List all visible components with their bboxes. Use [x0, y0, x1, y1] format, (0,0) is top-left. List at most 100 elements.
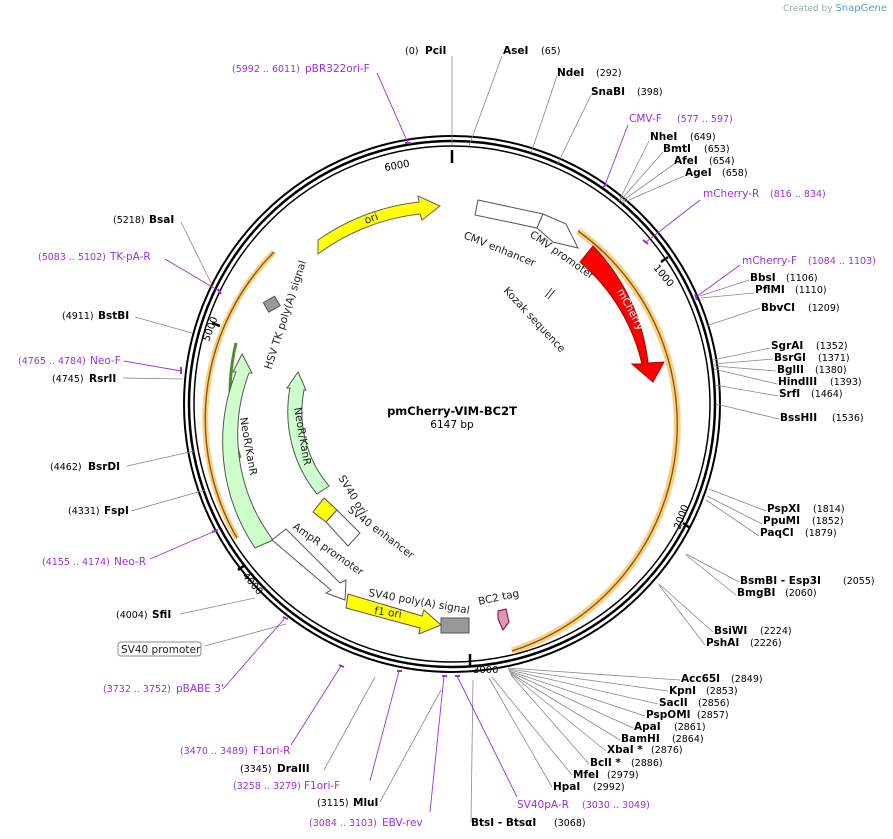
enzyme-pos: (1852) [812, 516, 844, 527]
enzyme-pos: (1464) [811, 389, 843, 400]
primer-range: (3030 .. 3049) [582, 800, 650, 811]
enzyme-name: PspXI [767, 503, 800, 515]
snapgene-credit: Created by SnapGene [783, 3, 887, 14]
enzyme-pos: (2992) [593, 782, 625, 793]
enzyme-labels: (0) PciI AseI (65) NdeI (292) SnaBI (398… [50, 45, 875, 829]
primer-range: (5083 .. 5102) [38, 252, 106, 263]
primer-range: (3258 .. 3279) [233, 781, 301, 792]
enzyme-pos: (1371) [818, 353, 850, 364]
primer-name: EBV-rev [382, 817, 423, 829]
primer-range: (3470 .. 3489) [180, 746, 248, 757]
enzyme-name: BsrGI [774, 352, 806, 364]
enzyme-name: XbaI * [607, 744, 643, 756]
sv40-polya-box [440, 617, 470, 634]
enzyme-name: NheI [650, 131, 677, 143]
enzyme-pos: (2876) [651, 745, 683, 756]
enzyme-name: BssHII [780, 412, 817, 424]
enzyme-pos: (398) [637, 87, 663, 98]
enzyme-pos: (653) [704, 144, 730, 155]
enzyme-name: PciI [425, 45, 446, 57]
enzyme-name: Acc65I [681, 673, 720, 685]
primer-range: (4155 .. 4174) [42, 557, 110, 568]
enzyme-pos: (4004) [116, 610, 148, 621]
enzyme-pos: (2857) [697, 710, 729, 721]
enzyme-name: PflMI [755, 284, 785, 296]
cmv-enhancer-arrow [474, 199, 544, 229]
hsv-tk-box [262, 295, 281, 313]
bc2-tag-arrow [497, 608, 510, 631]
label-f1-ori: f1 ori [374, 605, 403, 621]
enzyme-name: RsrII [89, 373, 116, 385]
primer-range: (5992 .. 6011) [232, 64, 300, 75]
enzyme-name: BamHI [621, 733, 660, 745]
enzyme-pos: (2861) [674, 722, 706, 733]
neo-inner-arrow [286, 370, 330, 495]
enzyme-name: BmtI [663, 143, 691, 155]
tick-1000: 1000 [651, 263, 676, 290]
primer-name: Neo-R [114, 556, 146, 568]
enzyme-name: HindIII [778, 376, 817, 388]
enzyme-name: NdeI [557, 67, 584, 79]
sv40-promoter-label: SV40 promoter [117, 641, 202, 657]
enzyme-name: BstBI [98, 310, 129, 322]
enzyme-name: AfeI [674, 155, 698, 167]
primer-range: (3084 .. 3103) [309, 818, 377, 829]
primer-range: (3732 .. 3752) [103, 684, 171, 695]
enzyme-name: PaqCI [760, 527, 794, 539]
kozak-mark [544, 287, 553, 298]
enzyme-pos: (2864) [672, 734, 704, 745]
enzyme-name: BtsI - BtsαI [471, 817, 536, 829]
enzyme-pos: (4911) [62, 311, 94, 322]
enzyme-name: BglII [777, 364, 804, 376]
primer-range: (816 .. 834) [770, 189, 826, 200]
enzyme-name: BsaI [149, 214, 174, 226]
tick-3000: 3000 [473, 665, 498, 676]
primer-name: pBABE 3' [176, 683, 224, 695]
primer-name: SV40pA-R [517, 799, 569, 811]
enzyme-pos: (4745) [52, 374, 84, 385]
enzyme-pos: (2226) [750, 638, 782, 649]
orange-arcs [202, 228, 681, 655]
enzyme-pos: (1110) [795, 285, 827, 296]
enzyme-name: SnaBI [591, 86, 625, 98]
enzyme-pos: (2853) [706, 686, 738, 697]
plasmid-size: 6147 bp [430, 419, 474, 431]
features [222, 195, 665, 635]
primer-range: (1084 .. 1103) [808, 256, 876, 267]
primer-name: pBR322ori-F [305, 63, 370, 75]
enzyme-pos: (4462) [50, 462, 82, 473]
enzyme-name: FspI [104, 505, 129, 517]
enzyme-pos: (0) [405, 46, 418, 57]
enzyme-name: BmgBI [737, 587, 775, 599]
primer-range: (577 .. 597) [677, 114, 733, 125]
enzyme-pos: (292) [596, 68, 622, 79]
enzyme-name: BsiWI [714, 625, 747, 637]
enzyme-pos: (2979) [607, 770, 639, 781]
enzyme-name: PspOMI [646, 709, 691, 721]
ampr-promoter-arrow [271, 528, 347, 601]
sv40-enhancer-box [325, 509, 361, 547]
enzyme-name: HpaI [553, 781, 580, 793]
mcherry-orange-arc [510, 228, 681, 655]
enzyme-pos: (4331) [68, 506, 100, 517]
cmv-promoter-arrow [536, 213, 579, 249]
enzyme-name: BsmBI - Esp3I [740, 575, 821, 587]
enzyme-pos: (658) [722, 168, 748, 179]
enzyme-name: SgrAI [771, 340, 803, 352]
enzyme-pos: (2886) [631, 758, 663, 769]
enzyme-pos: (1879) [805, 528, 837, 539]
f1-ori-arrow [345, 593, 442, 635]
primer-name: Neo-F [90, 355, 121, 367]
tick-6000: 6000 [384, 159, 411, 174]
enzyme-pos: (1380) [815, 365, 847, 376]
plasmid-backbone [183, 135, 721, 673]
mcherry-arrow [579, 245, 665, 383]
neo-outer-arrow [222, 352, 274, 549]
enzyme-name: AseI [503, 45, 528, 57]
enzyme-pos: (3115) [317, 798, 349, 809]
primer-labels: (5992 .. 6011) pBR322ori-F CMV-F (577 ..… [18, 63, 876, 829]
enzyme-name: AgeI [685, 167, 712, 179]
enzyme-name: ApaI [634, 721, 661, 733]
ori-arrow [317, 195, 441, 255]
enzyme-pos: (5218) [113, 215, 145, 226]
